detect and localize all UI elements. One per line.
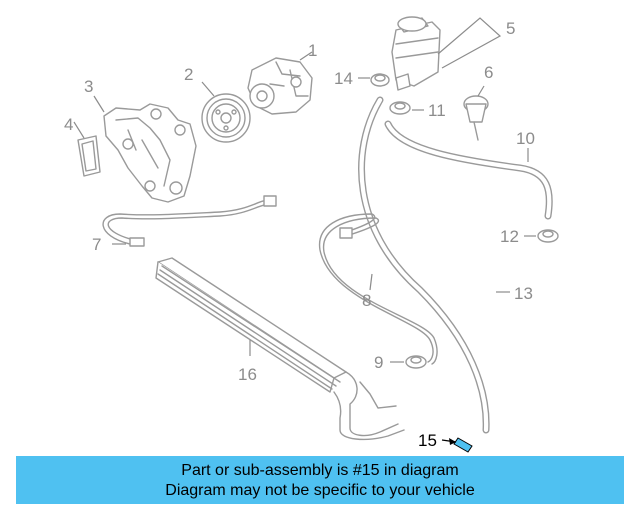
callout-1: 1 — [308, 41, 317, 60]
part-4-gasket: 4 — [64, 115, 101, 177]
callout-14: 14 — [334, 69, 353, 88]
callout-10: 10 — [516, 129, 535, 148]
callout-2: 2 — [184, 65, 193, 84]
part-10-hose: 10 — [384, 120, 553, 220]
part-16-cooler: 16 — [155, 257, 405, 441]
part-13-hose: 13 — [358, 96, 533, 434]
part-5-reservoir: 5 — [391, 16, 515, 91]
part-14-clamp: 14 — [334, 69, 390, 88]
part-9-clamp: 9 — [374, 353, 427, 372]
callout-5: 5 — [506, 19, 515, 38]
callout-9: 9 — [374, 353, 383, 372]
part-2-pulley: 2 — [184, 65, 251, 143]
part-11-clamp: 11 — [389, 101, 446, 120]
callout-6: 6 — [484, 63, 493, 82]
part-7-line: 7 — [92, 195, 277, 254]
part-1-pump: 1 — [247, 41, 317, 115]
part-8-hose: 8 — [318, 213, 438, 365]
part-12-clamp: 12 — [500, 227, 559, 246]
callout-7: 7 — [92, 235, 101, 254]
highlight-caption-banner: Part or sub-assembly is #15 in diagram D… — [16, 456, 624, 504]
callout-12: 12 — [500, 227, 519, 246]
caption-line-2: Diagram may not be specific to your vehi… — [165, 482, 475, 499]
part-6-cap: 6 — [463, 63, 493, 141]
part-15-fitting: 15 — [418, 431, 473, 453]
callout-11: 11 — [428, 101, 446, 120]
callout-8: 8 — [362, 291, 371, 310]
callout-4: 4 — [64, 115, 73, 134]
callout-13: 13 — [514, 284, 533, 303]
callout-16: 16 — [238, 365, 257, 384]
callout-15: 15 — [418, 431, 437, 450]
caption-line-1: Part or sub-assembly is #15 in diagram — [181, 462, 459, 479]
callout-3: 3 — [84, 77, 93, 96]
part-3-bracket: 3 — [84, 77, 197, 203]
